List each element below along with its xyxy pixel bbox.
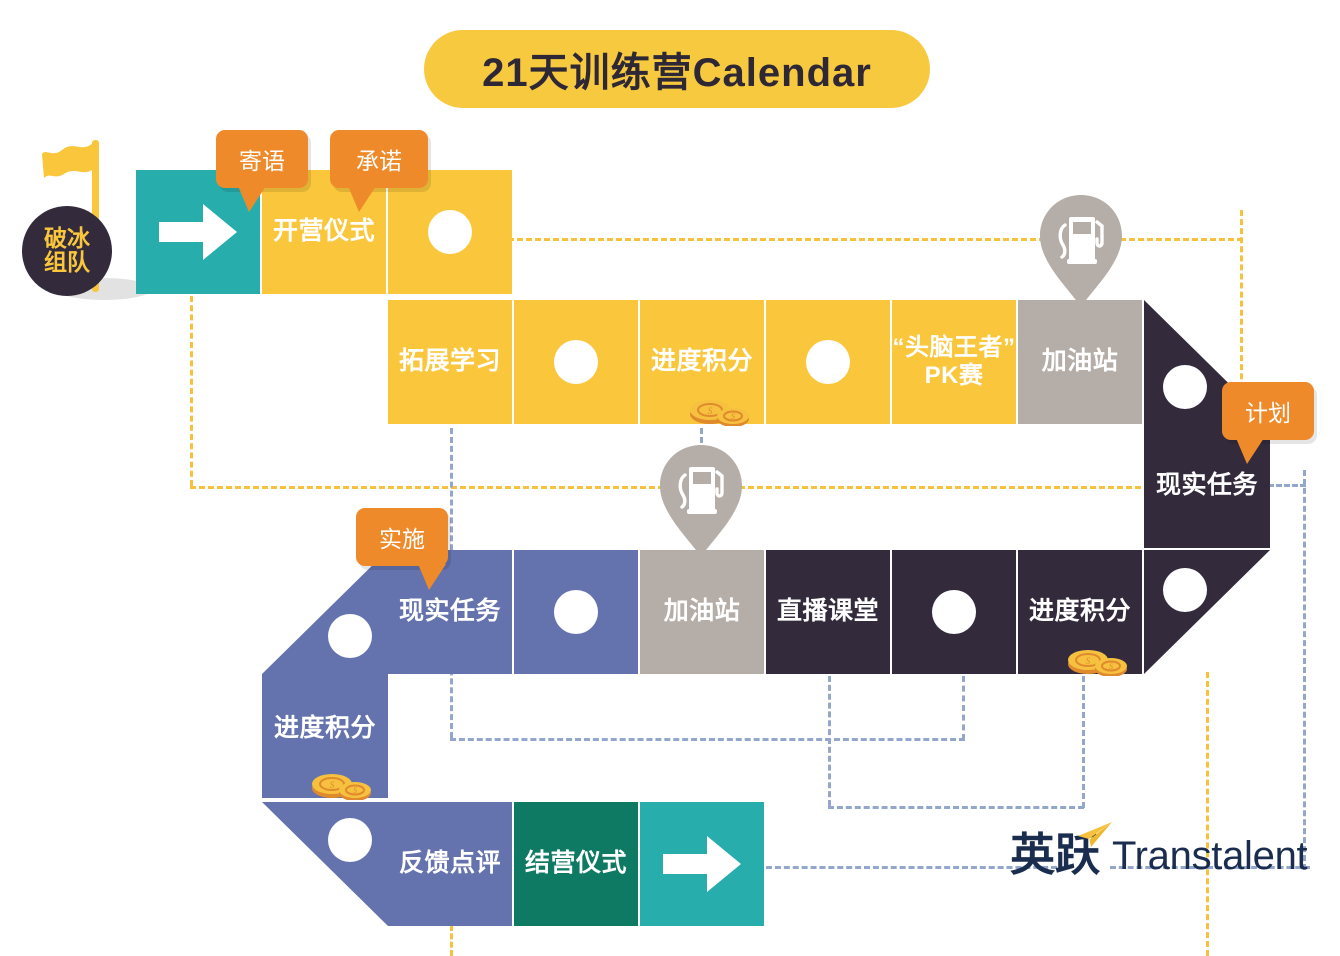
arrow-right-icon	[159, 204, 237, 260]
svg-text:S: S	[708, 406, 713, 416]
callout-tail	[1236, 438, 1264, 464]
callout-label: 计划	[1245, 400, 1291, 426]
cell-label: 进度积分	[650, 347, 753, 376]
connector-dashed-blue-10	[766, 866, 1066, 869]
cell-label: 反馈点评	[398, 849, 501, 878]
flag-icon	[42, 142, 94, 178]
cell-r3c4[interactable]: 直播课堂	[766, 550, 890, 674]
cell-r5c3-arrow[interactable]	[640, 802, 764, 926]
callout-tail	[238, 186, 266, 212]
cell-label: “头脑王者” PK赛	[892, 333, 1016, 389]
connector-dashed-yellow-3	[1240, 210, 1243, 488]
fuel-pump-icon	[678, 467, 724, 514]
page-title-text: 21天训练营Calendar	[482, 51, 872, 95]
logo-en: Transtalent	[1112, 834, 1308, 878]
cell-r3c0-arrowtail[interactable]	[262, 550, 388, 674]
pin-top-fuel	[1040, 195, 1122, 307]
coins-icon: S S	[690, 400, 749, 426]
milestone-dot	[806, 340, 850, 384]
connector-dashed-yellow-6	[1206, 672, 1209, 956]
milestone-dot	[428, 210, 472, 254]
connector-dashed-blue-4	[828, 676, 831, 806]
cell-r2c6[interactable]: 加油站	[1018, 300, 1142, 424]
cell-r5c1[interactable]: 反馈点评	[388, 802, 512, 926]
start-badge-line2: 组队	[44, 249, 90, 275]
cell-label: 加油站	[663, 597, 741, 626]
svg-text:S: S	[330, 780, 335, 790]
connector-dashed-blue-8	[1303, 470, 1306, 870]
connector-dashed-blue-2	[450, 738, 965, 741]
callout-jiyu[interactable]: 寄语	[216, 130, 308, 212]
connector-dashed-blue-3	[962, 676, 965, 740]
callout-chengnuo[interactable]: 承诺	[330, 130, 428, 212]
connector-dashed-blue-11	[1110, 866, 1310, 869]
connector-dashed-yellow-4	[508, 238, 1243, 241]
cell-r5c0-arrowtail[interactable]	[262, 802, 388, 926]
cell-r1c3-dot[interactable]	[388, 170, 512, 294]
logo: 英跃 Transtalent	[1010, 822, 1308, 880]
cell-r2c2-dot[interactable]	[514, 300, 638, 424]
cell-label: 进度积分	[273, 714, 376, 743]
connector-dashed-yellow-5	[450, 925, 453, 956]
pin-middle-fuel	[660, 445, 742, 557]
svg-text:S: S	[731, 412, 735, 421]
cell-label: 现实任务	[1155, 471, 1258, 500]
arrow-right-icon	[663, 836, 741, 892]
svg-text:S: S	[1086, 656, 1091, 666]
cell-r5c2[interactable]: 结营仪式	[514, 802, 638, 926]
cell-r3c5-dot[interactable]	[892, 550, 1016, 674]
callout-tail	[418, 564, 446, 590]
connector-dashed-blue-5	[828, 806, 1084, 809]
connector-dashed-yellow-1	[190, 296, 193, 486]
milestone-dot	[554, 340, 598, 384]
start-badge: 破冰 组队	[22, 206, 112, 296]
cell-r2b-arrowhead-bottom[interactable]	[1144, 550, 1270, 674]
coins-icon: S S	[1068, 650, 1127, 676]
milestone-dot	[554, 590, 598, 634]
milestone-dot	[932, 590, 976, 634]
cell-r3c3[interactable]: 加油站	[640, 550, 764, 674]
fuel-pump-icon	[1058, 217, 1104, 264]
callout-shishi[interactable]: 实施	[356, 508, 448, 590]
callout-label: 承诺	[356, 148, 402, 174]
svg-text:S: S	[1109, 662, 1113, 671]
coins-icon: S S	[312, 774, 371, 800]
cell-label: 现实任务	[398, 597, 501, 626]
cell-r3c2-dot[interactable]	[514, 550, 638, 674]
cell-label: 开营仪式	[272, 217, 375, 246]
callout-jihua[interactable]: 计划	[1222, 382, 1314, 464]
callout-label: 实施	[379, 526, 425, 552]
cell-label: 直播课堂	[776, 597, 879, 626]
cell-r2c4-dot[interactable]	[766, 300, 890, 424]
svg-text:S: S	[353, 786, 357, 795]
connector-dashed-blue-6	[1082, 676, 1085, 808]
cell-r2c5[interactable]: “头脑王者” PK赛	[892, 300, 1016, 424]
start-badge-line1: 破冰	[44, 225, 90, 252]
callout-tail	[348, 186, 376, 212]
cell-label: 拓展学习	[398, 347, 501, 376]
cell-r3c1[interactable]: 现实任务	[388, 550, 512, 674]
callout-label: 寄语	[239, 148, 285, 174]
cell-r2c1[interactable]: 拓展学习	[388, 300, 512, 424]
cell-label: 加油站	[1041, 347, 1119, 376]
connector-dashed-blue-9	[1268, 484, 1306, 487]
logo-cn: 英跃	[1010, 829, 1101, 880]
page-title: 21天训练营Calendar	[424, 30, 930, 108]
cell-label: 进度积分	[1028, 597, 1131, 626]
cell-label: 结营仪式	[524, 849, 627, 878]
paper-plane-icon	[1078, 822, 1112, 847]
